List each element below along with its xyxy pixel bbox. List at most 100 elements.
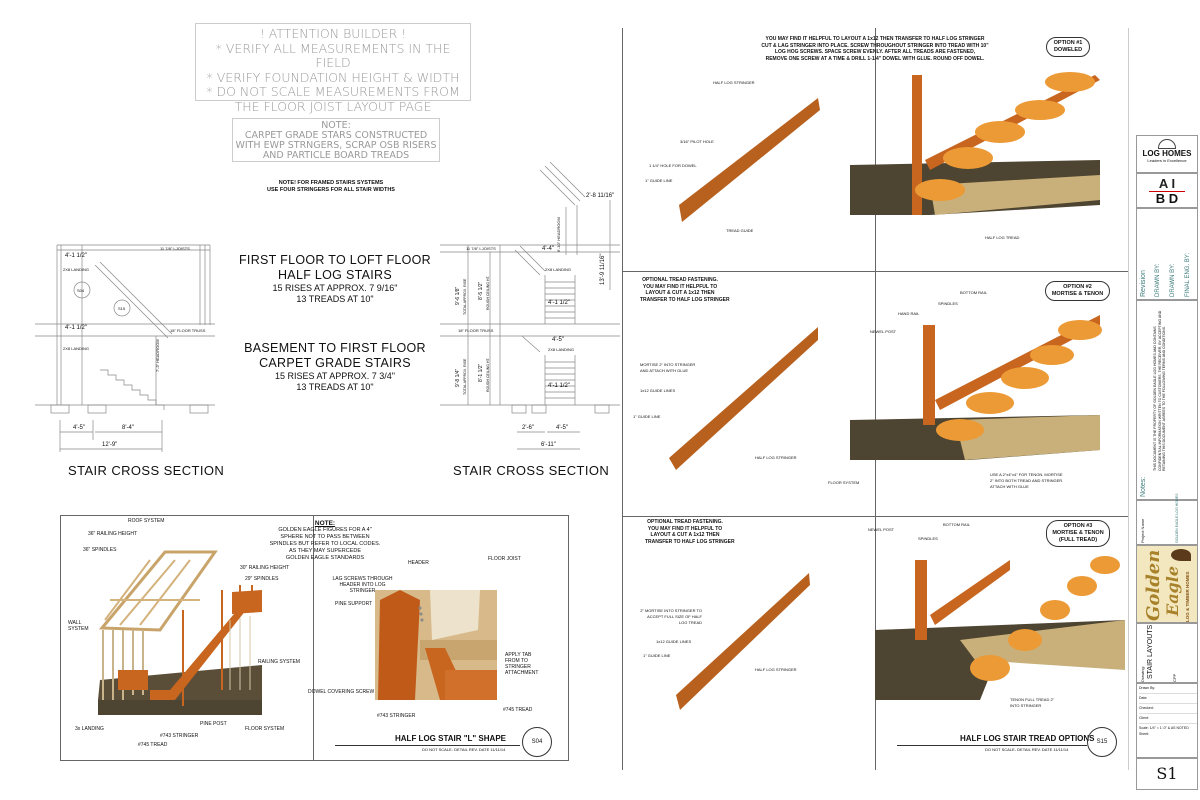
callout-label: 29" SPINDLES (245, 576, 279, 582)
callout-label: HAND RAIL (898, 311, 920, 316)
dim-caption: TOTAL APPROX. RISE (463, 358, 467, 395)
callout-label: 1 1/4" HOLE FOR DOWEL (649, 163, 697, 168)
sheet-number: S1 (1136, 758, 1198, 790)
panel-border (622, 28, 623, 770)
dim-label: 8'-5 1/2" (478, 281, 484, 300)
callout-label: NEWEL POST (870, 329, 897, 334)
left-cross-section-drawing (35, 244, 215, 452)
attention-builder-note: ! ATTENTION BUILDER ! * VERIFY ALL MEASU… (195, 23, 471, 113)
landing-label: 2X8 LANDING (548, 347, 575, 352)
callout-label: USE A 2"x4"x4" FOR TENON. MORTISE 2" INT… (990, 472, 1064, 489)
note-line: * VERIFY ALL MEASUREMENTS IN THE FIELD (215, 40, 451, 70)
detail-tag: S15 (118, 306, 126, 311)
cpp-label: CPP (1172, 673, 1177, 682)
logo-eagle: Eagle (1163, 565, 1182, 616)
dim-caption: ROUGH CEILING HT. (486, 357, 490, 392)
aibd-top: A I (1158, 176, 1176, 191)
panel-divider (875, 28, 876, 770)
eagle-icon (1171, 549, 1191, 561)
log-homes-logo: LOG HOMES Leaders in Excellence (1136, 135, 1198, 173)
joist-label: 11 7/8" I-JOISTS (466, 246, 496, 251)
dim-label: 8'-4" (122, 425, 134, 431)
dowel-instructions: YOU MAY FIND IT HELPFUL TO LAYOUT A 1x12… (700, 36, 1050, 62)
callout-label: 2" MORTISE INTO STRINGER TO ACCEPT FULL … (640, 608, 702, 625)
callout-label: MORTISE 2" INTO STRINGER AND ATTACH WITH… (640, 362, 696, 373)
headroom-label: 7'-3" HEADROOM (155, 339, 160, 372)
panel-border (1128, 28, 1129, 770)
callout-label: ROOF SYSTEM (128, 518, 165, 524)
callout-label: 3/16" PILOT HOLE (680, 139, 714, 144)
aibd-bottom: B D (1149, 191, 1185, 206)
badge-line: OPTION #3 (1063, 523, 1093, 529)
callout-label: HALF LOG TREAD (985, 235, 1020, 240)
callout-label: PINE SUPPORT (335, 601, 373, 607)
field-label: Revision (1140, 270, 1147, 297)
detail-tag: S04 (77, 288, 85, 293)
note-line: THE FLOOR JOIST LAYOUT PAGE (234, 98, 432, 114)
callout-label: #745 TREAD (503, 707, 533, 713)
note-line: YOU MAY FIND IT HELPFUL TO LAYOUT A 1x12… (765, 36, 985, 42)
note-line: LAYOUT & CUT A 1x12 THEN (645, 290, 715, 296)
badge-line: MORTISE & TENON (1051, 291, 1104, 297)
project-name-section: Project Name GOLDEN EAGLE LOG HOMES (1136, 493, 1198, 545)
field-label: Date: (1139, 694, 1197, 704)
callout-label: 36" SPINDLES (83, 547, 117, 553)
logo-golden: Golden (1143, 549, 1164, 621)
detail-subtitle: DO NOT SCALE- DETAIL REV. DATE 11/11/14 (422, 747, 506, 752)
callout-label: 36" RAILING HEIGHT (88, 531, 138, 537)
basement-stairs-spec: BASEMENT TO FIRST FLOOR CARPET GRADE STA… (225, 341, 445, 393)
notes-text: THIS DOCUMENT IS THE PROPERTY OF GOLDEN … (1153, 310, 1166, 471)
badge-line: DOWELED (1053, 47, 1083, 53)
loft-stairs-spec: FIRST FLOOR TO LOFT FLOOR HALF LOG STAIR… (225, 253, 445, 305)
callout-label: DOWEL COVERING SCREW (308, 689, 375, 695)
callout-label: HALF LOG STRINGER (755, 667, 797, 672)
field-label: Client: (1139, 714, 1197, 724)
badge-line: OPTION #1 (1053, 40, 1083, 46)
note-line: CUT & LAG STRINGER INTO PLACE. SCREW THR… (761, 42, 989, 49)
spec-rises: 15 RISES AT APPROX. 7 3/4" (275, 371, 395, 381)
callout-label: PINE POST (200, 721, 227, 727)
section-title: STAIR CROSS SECTION (453, 463, 610, 478)
spec-title: HALF LOG STAIRS (277, 268, 392, 282)
row-divider (622, 271, 1128, 272)
detail-tag-s04: S04 (522, 727, 552, 757)
option-3-badge: OPTION #3 MORTISE & TENON (FULL TREAD) (1046, 520, 1110, 547)
dim-label: 4'-1 1/2" (65, 253, 87, 259)
notes-label: Notes: (1140, 476, 1147, 497)
dim-label: 6'-11" (541, 442, 556, 448)
callout-label: 1" GUIDE LINE (633, 414, 661, 419)
callout-label: #743 STRINGER (160, 733, 199, 739)
project-label: Project Name (1140, 518, 1145, 543)
title-underline (335, 745, 520, 746)
badge-line: MORTISE & TENON (1052, 530, 1104, 536)
callout-label: HALF LOG STRINGER (713, 80, 755, 85)
option-3-intro: OPTIONAL TREAD FASTENING. YOU MAY FIND I… (645, 519, 735, 545)
callout-label: #743 STRINGER (377, 713, 416, 719)
callout-label: RAILING SYSTEM (258, 659, 300, 665)
logo-sub: LOG & TIMBER HOMES (1185, 571, 1190, 623)
note-line: GOLDEN EAGLE FIGURES FOR A 4" (278, 527, 372, 533)
dim-label: 4'-1 1/2" (548, 300, 570, 306)
note-line: YOU MAY FIND IT HELPFUL TO (647, 525, 723, 532)
field-label: DRAWN BY: (1170, 263, 1176, 297)
dim-caption: ROUGH CEILING HT. (486, 275, 490, 310)
dim-label: 4'-5" (73, 425, 85, 431)
note-line: NOTE! FOR FRAMED STAIRS SYSTEMS (278, 180, 384, 186)
note-line: TRANSFER TO HALF LOG STRINGER (640, 296, 730, 303)
dim-caption: TOTAL APPROX. RISE (463, 278, 467, 315)
note-line: GOLDEN EAGLE STANDARDS (285, 555, 365, 561)
dim-label: 4'-5" (552, 337, 564, 343)
detail-tag-s15: S15 (1087, 727, 1117, 757)
section-title: STAIR CROSS SECTION (68, 463, 225, 478)
sheet-label: Sheet: (1139, 732, 1150, 736)
callout-label: 30" RAILING HEIGHT (240, 565, 290, 571)
dim-label: 4'-1 1/2" (548, 383, 570, 389)
callout-label: 1" GUIDE LINE (645, 178, 673, 183)
drawing-label: Drawing: (1140, 666, 1145, 682)
note-line: CARPET GRADE STARS CONSTRUCTED (244, 130, 428, 141)
sheet-fields: Drawn By: Date: Checked: Client: Scale: … (1136, 683, 1198, 758)
badge-line: (FULL TREAD) (1058, 537, 1098, 543)
right-cross-section-drawing (440, 161, 620, 450)
callout-label: BOTTOM RAIL (960, 290, 988, 295)
spindle-code-note: NOTE: GOLDEN EAGLE FIGURES FOR A 4" SPHE… (265, 520, 385, 562)
